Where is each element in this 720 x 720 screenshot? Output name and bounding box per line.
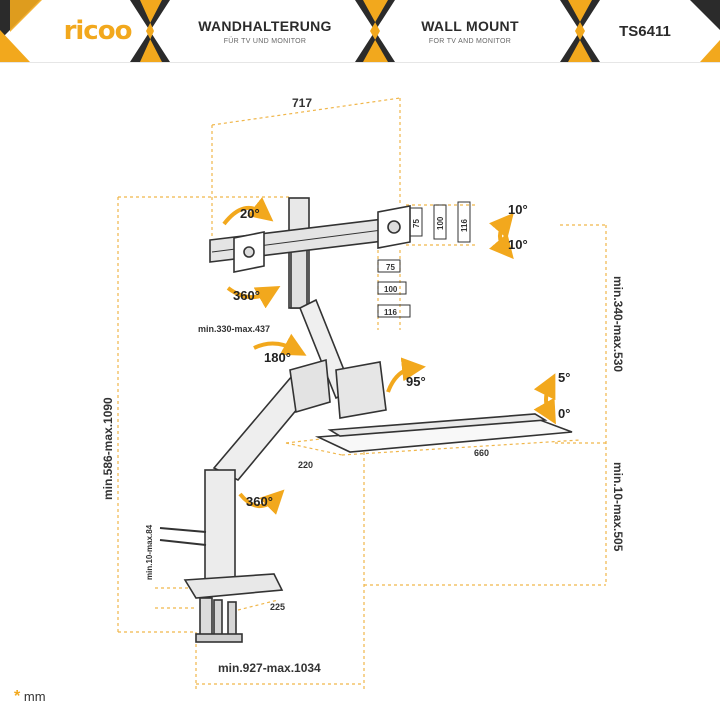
dim-clamp-depth: 225 <box>270 602 285 612</box>
title-english: WALL MOUNT FOR TV AND MONITOR <box>390 0 550 62</box>
logo-text: ricoo <box>63 16 133 46</box>
dim-right-upper: min.340-max.530 <box>611 276 625 372</box>
dim-vesa-100-h: 100 <box>436 216 445 230</box>
brand-logo: ricoo <box>55 0 140 62</box>
header-bar: ricoo WANDHALTERUNG FÜR TV UND MONITOR W… <box>0 0 720 63</box>
dim-clamp-thickness: min.10-max.84 <box>145 524 154 580</box>
angle-tray-5: 5° <box>558 370 570 385</box>
angle-rotate-360-top: 360° <box>233 288 260 303</box>
angle-tilt-down: 10° <box>508 237 528 252</box>
dim-vesa-116-w: 116 <box>384 308 397 317</box>
model-text: TS6411 <box>619 22 671 40</box>
dim-top-width: 717 <box>292 96 312 110</box>
angle-tilt-20: 20° <box>240 206 260 221</box>
dim-keyboard-depth: 220 <box>298 460 313 470</box>
angle-tilt-up: 10° <box>508 202 528 217</box>
dim-vesa-116-h: 116 <box>460 219 469 232</box>
rotation-arrows <box>222 197 556 515</box>
dim-base-width: min.927-max.1034 <box>218 661 321 675</box>
model-number: TS6411 <box>600 0 690 62</box>
subtitle-en: FOR TV AND MONITOR <box>428 37 512 45</box>
title-german: WANDHALTERUNG FÜR TV UND MONITOR <box>170 0 360 62</box>
dim-right-lower: min.10-max.505 <box>611 462 625 552</box>
angle-tray-95: 95° <box>406 374 426 389</box>
unit-text: mm <box>23 689 46 704</box>
dim-vesa-75-w: 75 <box>386 263 395 272</box>
dim-arm-length: min.330-max.437 <box>198 324 270 334</box>
dim-total-height: min.586-max.1090 <box>101 397 115 500</box>
title-en: WALL MOUNT <box>421 17 519 34</box>
dim-vesa-100-w: 100 <box>384 285 398 294</box>
angle-swivel-180: 180° <box>264 350 291 365</box>
angle-tray-0: 0° <box>558 406 570 421</box>
dim-keyboard-width: 660 <box>474 448 489 458</box>
title-de: WANDHALTERUNG <box>198 17 332 34</box>
technical-drawing: 20° 360° 10° 10° 180° 95° 5° 0° 360° 717… <box>101 96 625 690</box>
monitor-mount-assembly <box>159 197 573 643</box>
subtitle-de: FÜR TV UND MONITOR <box>223 37 307 45</box>
unit-asterisk: * <box>14 688 21 705</box>
angle-rotate-360-base: 360° <box>246 494 273 509</box>
dim-vesa-75-h: 75 <box>412 219 421 228</box>
unit-note: * mm <box>14 688 46 706</box>
left-chevron-decoration <box>0 0 720 62</box>
